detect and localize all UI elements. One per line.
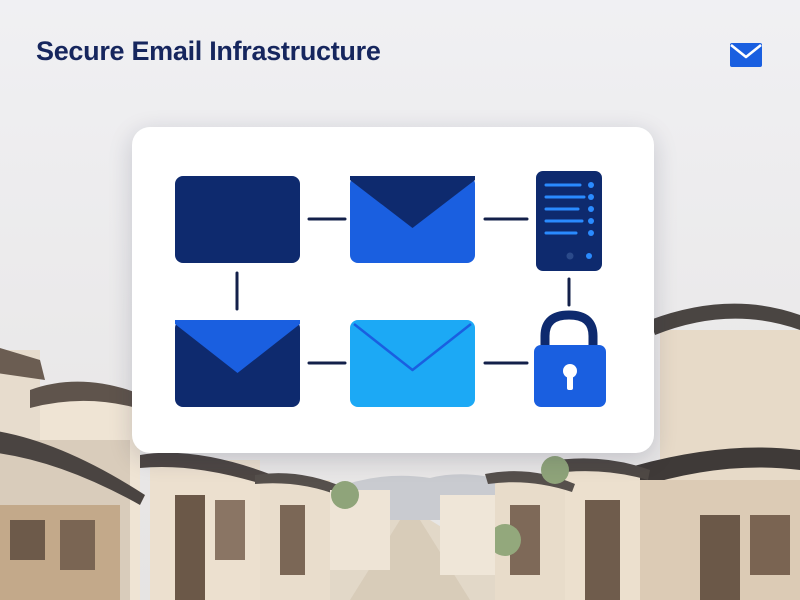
diagram-card <box>132 127 654 453</box>
envelope-icon <box>350 320 475 407</box>
envelope-icon <box>175 320 300 407</box>
email-flow-diagram <box>175 171 606 407</box>
mail-button[interactable] <box>728 40 764 70</box>
page-title: Secure Email Infrastructure <box>36 36 381 66</box>
envelope-icon <box>730 43 762 67</box>
server-icon <box>536 171 602 271</box>
left-houses <box>0 348 390 600</box>
right-houses <box>440 303 800 600</box>
dark-block-icon <box>175 176 300 263</box>
envelope-icon <box>350 176 475 263</box>
lock-icon <box>534 310 606 407</box>
connectors <box>235 217 571 365</box>
